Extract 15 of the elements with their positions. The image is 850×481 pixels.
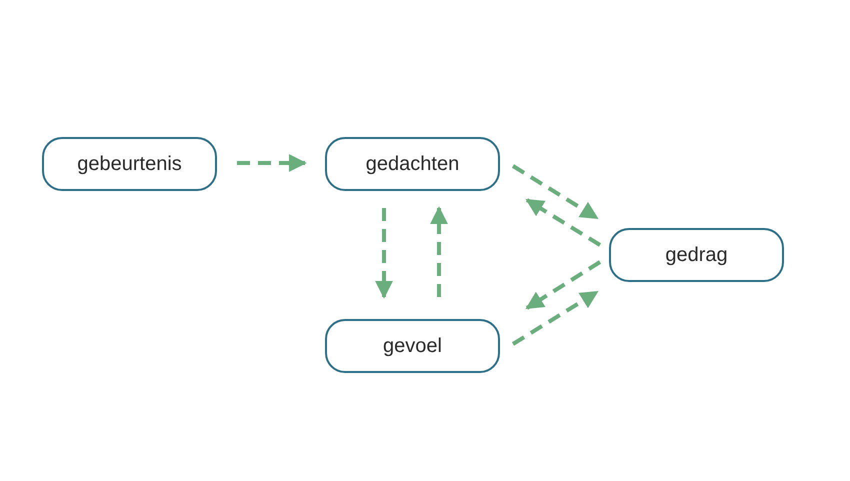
rounded-box <box>609 228 784 282</box>
dashed-arrow <box>430 206 448 297</box>
rounded-box <box>325 319 500 373</box>
dashed-arrow <box>512 290 599 346</box>
dashed-arrow <box>525 198 602 247</box>
dashed-arrow <box>375 208 393 299</box>
rounded-box <box>42 137 217 191</box>
node-label: gedrag <box>665 244 728 266</box>
node-label: gevoel <box>383 334 442 358</box>
rounded-box <box>325 137 500 191</box>
dashed-arrow <box>512 164 599 220</box>
node-label: gedachten <box>366 152 460 176</box>
node-label: gebeurtenis <box>77 152 182 176</box>
dashed-arrow <box>525 260 602 310</box>
dashed-arrow <box>237 154 307 172</box>
